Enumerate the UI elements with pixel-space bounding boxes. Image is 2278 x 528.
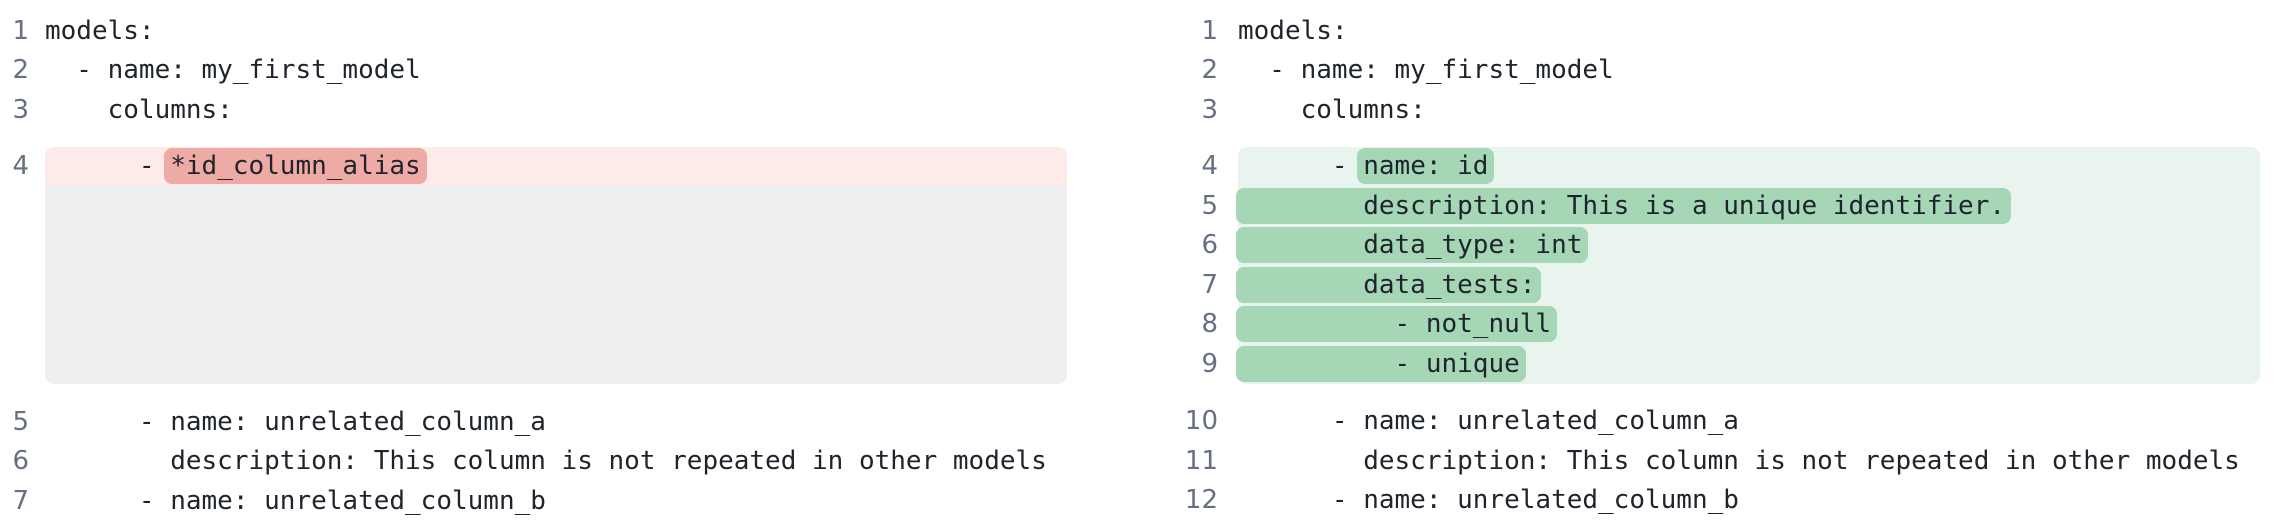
code-line: 11 description: This column is not repea…	[1160, 441, 2260, 481]
code-text: - name: unrelated_column_a	[45, 402, 1067, 442]
line-number: 7	[12, 485, 29, 516]
code-line: 10 - name: unrelated_column_a	[1160, 402, 2260, 442]
line-number: 5	[12, 406, 29, 437]
line-number: 12	[1184, 485, 1218, 516]
code-segment: description: This column is not repeated…	[45, 446, 1047, 477]
code-line: 2 - name: my_first_model	[1160, 51, 2260, 91]
code-text: models:	[45, 11, 1067, 51]
code-line: 7 - name: unrelated_column_b	[0, 481, 1067, 521]
code-line: 4 - *id_column_alias	[0, 146, 1067, 186]
code-segment: - name: unrelated_column_b	[45, 485, 546, 516]
code-line: 1 models:	[0, 11, 1067, 51]
line-number: 8	[1201, 309, 1218, 340]
code-text: - *id_column_alias	[45, 146, 1067, 186]
code-text: - name: unrelated_column_b	[45, 481, 1067, 521]
code-segment: models:	[1238, 15, 1348, 46]
code-segment: description: This column is not repeated…	[1238, 445, 2240, 476]
code-text: description: This column is not repeated…	[45, 442, 1067, 482]
line-number: 2	[1201, 55, 1218, 86]
code-text: data_type: int	[1236, 225, 2260, 265]
diff-added-highlight: description: This is a unique identifier…	[1236, 187, 2012, 224]
code-line: 4 - name: id	[1160, 146, 2260, 186]
code-text: columns:	[45, 90, 1067, 130]
line-number: 4	[1201, 151, 1218, 182]
code-line: 6 description: This column is not repeat…	[0, 442, 1067, 482]
line-number: 2	[12, 55, 29, 86]
collapsed-lines-filler	[0, 186, 1067, 384]
line-number: 6	[1201, 230, 1218, 261]
code-text: columns:	[1238, 90, 2260, 130]
code-segment: -	[1238, 151, 1364, 182]
code-line: 7 data_tests:	[1160, 265, 2260, 305]
code-text: - name: unrelated_column_b	[1238, 481, 2260, 521]
code-text: - name: unrelated_column_a	[1238, 402, 2260, 442]
code-line: 6 data_type: int	[1160, 225, 2260, 265]
code-line: 1 models:	[1160, 11, 2260, 51]
line-number: 1	[12, 15, 29, 46]
diff-added-highlight: name: id	[1357, 148, 1495, 185]
code-line: 9 - unique	[1160, 344, 2260, 384]
diff-added-highlight: - not_null	[1236, 306, 1558, 343]
diff-removed-highlight: *id_column_alias	[164, 148, 427, 185]
code-segment: - name: my_first_model	[1238, 55, 1614, 86]
code-text: description: This column is not repeated…	[1238, 441, 2260, 481]
code-line: 5 - name: unrelated_column_a	[0, 402, 1067, 442]
code-text: data_tests:	[1236, 265, 2260, 305]
line-number: 4	[12, 151, 29, 182]
code-segment: columns:	[45, 94, 233, 125]
code-segment: - name: unrelated_column_a	[45, 406, 546, 437]
code-text: - not_null	[1236, 304, 2260, 344]
line-number: 9	[1201, 348, 1218, 379]
line-number: 10	[1184, 406, 1218, 437]
code-line: 2 - name: my_first_model	[0, 51, 1067, 91]
code-line: 12 - name: unrelated_column_b	[1160, 481, 2260, 521]
code-segment: -	[45, 151, 171, 182]
line-number: 7	[1201, 269, 1218, 300]
line-number: 6	[12, 446, 29, 477]
code-text: - unique	[1236, 344, 2260, 384]
code-segment: - name: my_first_model	[45, 55, 421, 86]
code-text: - name: id	[1238, 146, 2260, 186]
code-text: - name: my_first_model	[1238, 51, 2260, 91]
code-segment: models:	[45, 15, 155, 46]
line-number: 11	[1184, 445, 1218, 476]
code-text: description: This is a unique identifier…	[1236, 186, 2260, 226]
line-number: 1	[1201, 15, 1218, 46]
line-number: 3	[1201, 94, 1218, 125]
diff-added-highlight: - unique	[1236, 345, 1526, 382]
code-segment: - name: unrelated_column_a	[1238, 406, 1739, 437]
code-segment: columns:	[1238, 94, 1426, 125]
diff-added-highlight: data_tests:	[1236, 266, 1542, 303]
code-text: models:	[1238, 11, 2260, 51]
line-number: 3	[12, 94, 29, 125]
code-line: 8 - not_null	[1160, 304, 2260, 344]
code-segment: - name: unrelated_column_b	[1238, 485, 1739, 516]
line-number: 5	[1201, 190, 1218, 221]
diff-added-highlight: data_type: int	[1236, 227, 1589, 264]
code-line: 3 columns:	[1160, 90, 2260, 130]
code-line: 5 description: This is a unique identifi…	[1160, 186, 2260, 226]
code-text: - name: my_first_model	[45, 51, 1067, 91]
code-line: 3 columns:	[0, 90, 1067, 130]
filler-block	[45, 186, 1067, 384]
